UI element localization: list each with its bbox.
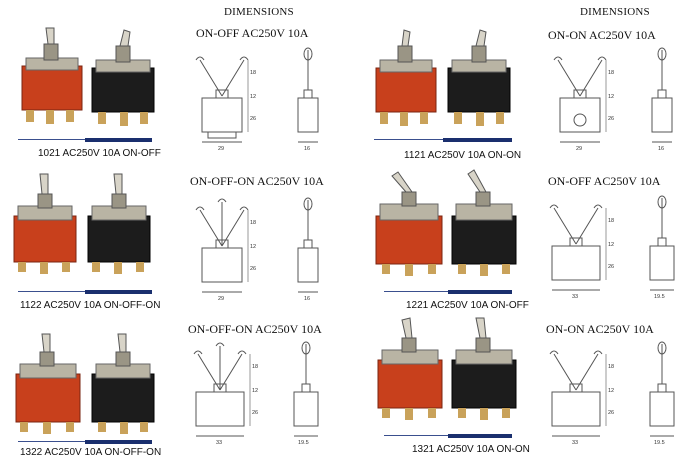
dim-h2: 12: [608, 94, 614, 100]
dim-h3: 26: [608, 264, 614, 270]
dim-h2: 12: [250, 244, 256, 250]
dim-width: 29: [218, 296, 224, 302]
side-dimension-drawing: 16: [297, 197, 319, 302]
dim-h1: 18: [250, 70, 256, 76]
dim-h1: 18: [252, 364, 258, 370]
dim-h2: 12: [250, 94, 256, 100]
dim-side: 16: [658, 146, 664, 152]
model-divider-bar: [374, 138, 512, 142]
side-dimension-drawing: 16: [297, 47, 319, 152]
dim-width: 29: [218, 146, 224, 152]
switch-photo: [8, 172, 158, 284]
dim-h3: 26: [250, 266, 256, 272]
dim-h1: 18: [608, 70, 614, 76]
dim-h2: 12: [608, 388, 614, 394]
switch-photo: [16, 27, 166, 140]
dim-h3: 26: [252, 410, 258, 416]
dim-width: 33: [572, 440, 578, 446]
dim-width: 33: [572, 294, 578, 300]
dimensions-header-left: DIMENSIONS: [224, 6, 294, 18]
model-divider-bar: [18, 290, 152, 294]
black-switch-image: [87, 173, 151, 274]
spec-label: ON-OFF AC250V 10A: [548, 174, 661, 188]
front-dimension-drawing: 18 12 26 33: [549, 350, 614, 446]
dim-side: 19.5: [654, 440, 665, 446]
dim-h1: 18: [250, 220, 256, 226]
red-switch-image: [375, 29, 437, 126]
front-dimension-drawing: 18 12 26 29: [195, 198, 256, 302]
switch-photo: [372, 169, 522, 282]
black-switch-image: [451, 169, 517, 276]
dim-side: 16: [304, 146, 310, 152]
side-dimension-drawing: 19.5: [649, 341, 675, 446]
dim-h3: 26: [608, 116, 614, 122]
front-dimension-drawing: 18 12 26 29: [553, 56, 614, 152]
red-switch-image: [375, 171, 443, 276]
dimensions-header-right: DIMENSIONS: [580, 6, 650, 18]
dim-h3: 26: [608, 410, 614, 416]
dim-side: 16: [304, 296, 310, 302]
black-switch-image: [91, 29, 155, 126]
front-dimension-drawing: 18 12 26 33: [193, 342, 258, 446]
red-switch-image: [377, 317, 443, 420]
side-dimension-drawing: 19.5: [293, 341, 319, 446]
front-dimension-drawing: 18 12 26 29: [195, 56, 256, 152]
model-label: 1122 AC250V 10A ON-OFF-ON: [20, 300, 161, 311]
dim-side: 19.5: [654, 294, 665, 300]
dim-h1: 18: [608, 218, 614, 224]
switch-photo: [372, 316, 522, 428]
dim-side: 19.5: [298, 440, 309, 446]
model-label: 1322 AC250V 10A ON-OFF-ON: [20, 447, 162, 458]
red-switch-image: [15, 333, 81, 434]
spec-label: ON-OFF-ON AC250V 10A: [188, 322, 322, 336]
model-label: 1021 AC250V 10A ON-OFF: [38, 148, 161, 159]
side-dimension-drawing: 19.5: [649, 195, 675, 300]
dim-h2: 12: [608, 242, 614, 248]
model-label: 1121 AC250V 10A ON-ON: [404, 150, 522, 161]
dim-h2: 12: [252, 388, 258, 394]
side-dimension-drawing: 16: [651, 47, 673, 152]
model-label: 1221 AC250V 10A ON-OFF: [406, 300, 529, 311]
black-switch-image: [447, 29, 511, 126]
dim-h3: 26: [250, 116, 256, 122]
red-switch-image: [13, 173, 77, 274]
dim-width: 33: [216, 440, 222, 446]
model-divider-bar: [384, 290, 512, 294]
red-switch-image: [21, 27, 83, 124]
switch-photo: [370, 28, 520, 140]
black-switch-image: [451, 317, 517, 420]
switch-photo: [10, 333, 160, 446]
spec-label: ON-OFF AC250V 10A: [196, 26, 309, 40]
model-label: 1321 AC250V 10A ON-ON: [412, 444, 530, 455]
front-dimension-drawing: 18 12 26 33: [549, 204, 614, 300]
spec-label: ON-ON AC250V 10A: [546, 322, 654, 336]
black-switch-image: [91, 333, 155, 434]
spec-label: ON-OFF-ON AC250V 10A: [190, 174, 324, 188]
model-divider-bar: [18, 440, 152, 444]
dim-h1: 18: [608, 364, 614, 370]
spec-label: ON-ON AC250V 10A: [548, 28, 656, 42]
model-divider-bar: [18, 138, 152, 142]
dim-width: 29: [576, 146, 582, 152]
model-divider-bar: [384, 434, 512, 438]
